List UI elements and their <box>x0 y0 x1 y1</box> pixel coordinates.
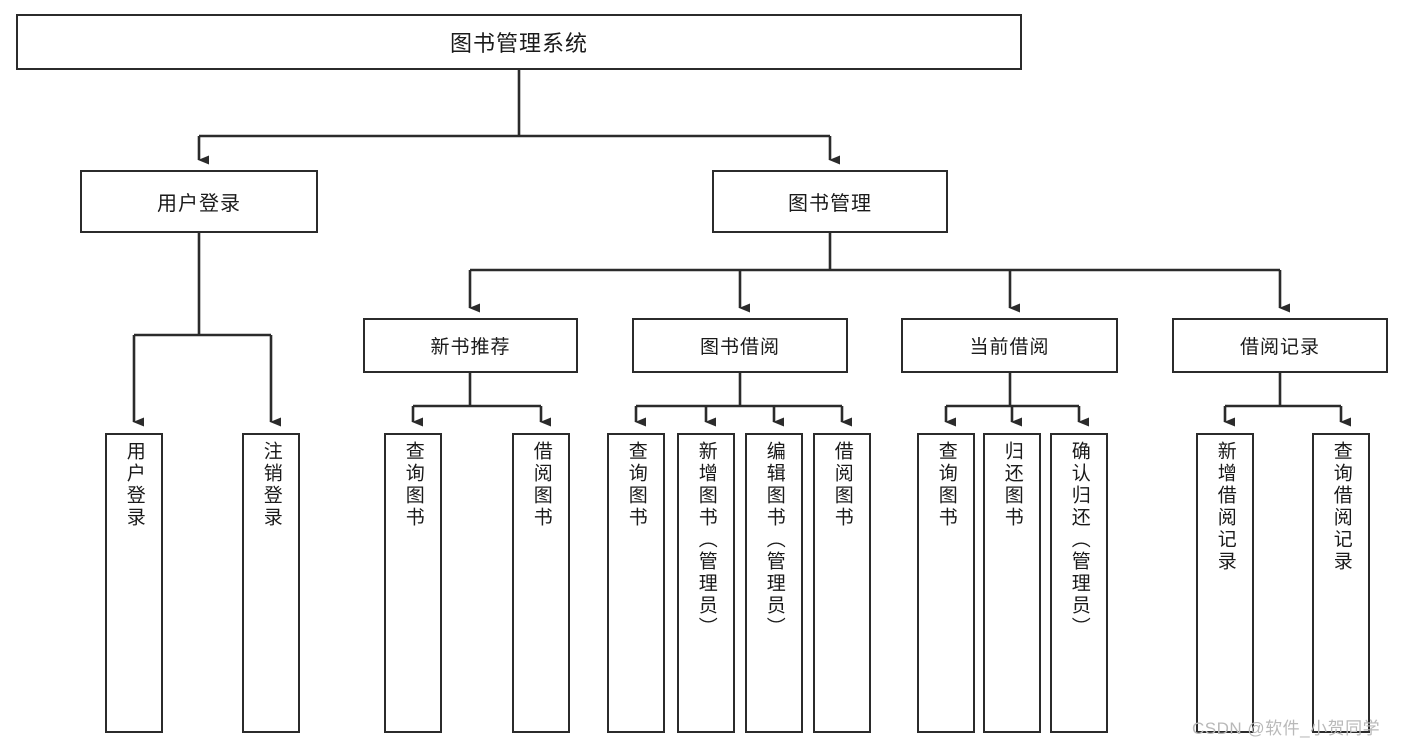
node-leaf-borrow-book-1-label: 借阅图书 <box>530 441 552 529</box>
node-borrow-record[interactable]: 借阅记录 <box>1172 318 1388 373</box>
node-leaf-confirm-return-label: 确认归还（管理员） <box>1068 441 1090 639</box>
node-leaf-user-logout[interactable]: 注销登录 <box>242 433 300 733</box>
node-leaf-query-record[interactable]: 查询借阅记录 <box>1312 433 1370 733</box>
node-current-borrow[interactable]: 当前借阅 <box>901 318 1118 373</box>
node-user-login[interactable]: 用户登录 <box>80 170 318 233</box>
node-borrow-record-label: 借阅记录 <box>1239 337 1320 358</box>
node-leaf-confirm-return[interactable]: 确认归还（管理员） <box>1050 433 1108 733</box>
node-leaf-return-book[interactable]: 归还图书 <box>983 433 1041 733</box>
node-leaf-query-book-1-label: 查询图书 <box>402 441 424 529</box>
node-new-book-recommend[interactable]: 新书推荐 <box>363 318 578 373</box>
node-leaf-user-login-label: 用户登录 <box>123 441 145 529</box>
node-leaf-query-book-2-label: 查询图书 <box>625 441 647 529</box>
node-book-management[interactable]: 图书管理 <box>712 170 948 233</box>
node-leaf-query-book-3-label: 查询图书 <box>935 441 957 529</box>
node-root-system[interactable]: 图书管理系统 <box>16 14 1022 70</box>
node-leaf-query-book-2[interactable]: 查询图书 <box>607 433 665 733</box>
node-leaf-query-record-label: 查询借阅记录 <box>1330 441 1352 573</box>
node-leaf-edit-book-label: 编辑图书（管理员） <box>763 441 785 639</box>
node-leaf-user-logout-label: 注销登录 <box>260 441 282 529</box>
node-leaf-add-book[interactable]: 新增图书（管理员） <box>677 433 735 733</box>
watermark-credit: CSDN @软件_小贺同学 <box>1192 719 1381 738</box>
node-leaf-borrow-book-2-label: 借阅图书 <box>831 441 853 529</box>
node-leaf-add-record-label: 新增借阅记录 <box>1214 441 1236 573</box>
node-user-login-label: 用户登录 <box>157 193 241 215</box>
node-leaf-edit-book[interactable]: 编辑图书（管理员） <box>745 433 803 733</box>
node-book-borrow[interactable]: 图书借阅 <box>632 318 848 373</box>
node-leaf-query-book-3[interactable]: 查询图书 <box>917 433 975 733</box>
node-leaf-query-book-1[interactable]: 查询图书 <box>384 433 442 733</box>
node-leaf-add-book-label: 新增图书（管理员） <box>695 441 717 639</box>
node-root-label: 图书管理系统 <box>449 31 588 56</box>
node-leaf-borrow-book-1[interactable]: 借阅图书 <box>512 433 570 733</box>
node-leaf-add-record[interactable]: 新增借阅记录 <box>1196 433 1254 733</box>
node-book-borrow-label: 图书借阅 <box>699 337 780 358</box>
node-leaf-return-book-label: 归还图书 <box>1001 441 1023 529</box>
node-book-management-label: 图书管理 <box>788 193 872 215</box>
node-leaf-borrow-book-2[interactable]: 借阅图书 <box>813 433 871 733</box>
node-new-book-recommend-label: 新书推荐 <box>430 337 511 358</box>
node-leaf-user-login[interactable]: 用户登录 <box>105 433 163 733</box>
node-current-borrow-label: 当前借阅 <box>969 337 1050 358</box>
